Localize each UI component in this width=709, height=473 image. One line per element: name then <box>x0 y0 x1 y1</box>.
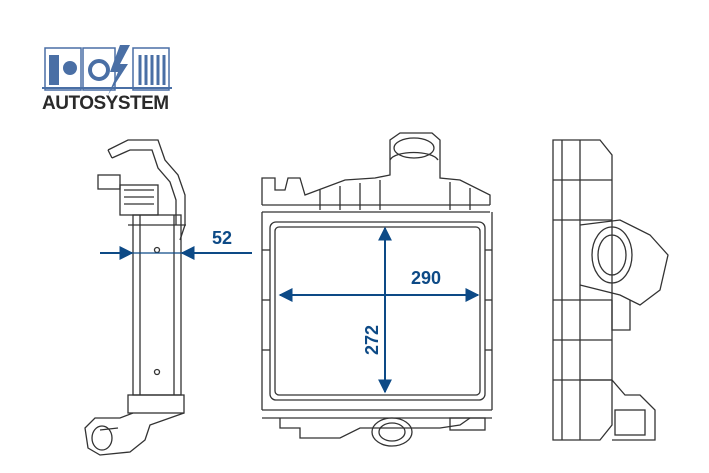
height-label: 272 <box>362 325 382 355</box>
side-view-left <box>84 139 186 456</box>
depth-label: 52 <box>212 228 232 248</box>
brand-name: AUTOSYSTEM <box>42 93 169 114</box>
width-label: 290 <box>411 268 441 288</box>
dimension-height: 272 <box>362 226 392 394</box>
side-view-right <box>552 139 669 441</box>
dimension-width: 290 <box>278 268 480 302</box>
brand-logo: AUTOSYSTEM <box>42 45 172 114</box>
front-view <box>261 132 493 447</box>
logo-icons <box>42 45 172 95</box>
dimension-depth: 52 <box>100 228 252 260</box>
